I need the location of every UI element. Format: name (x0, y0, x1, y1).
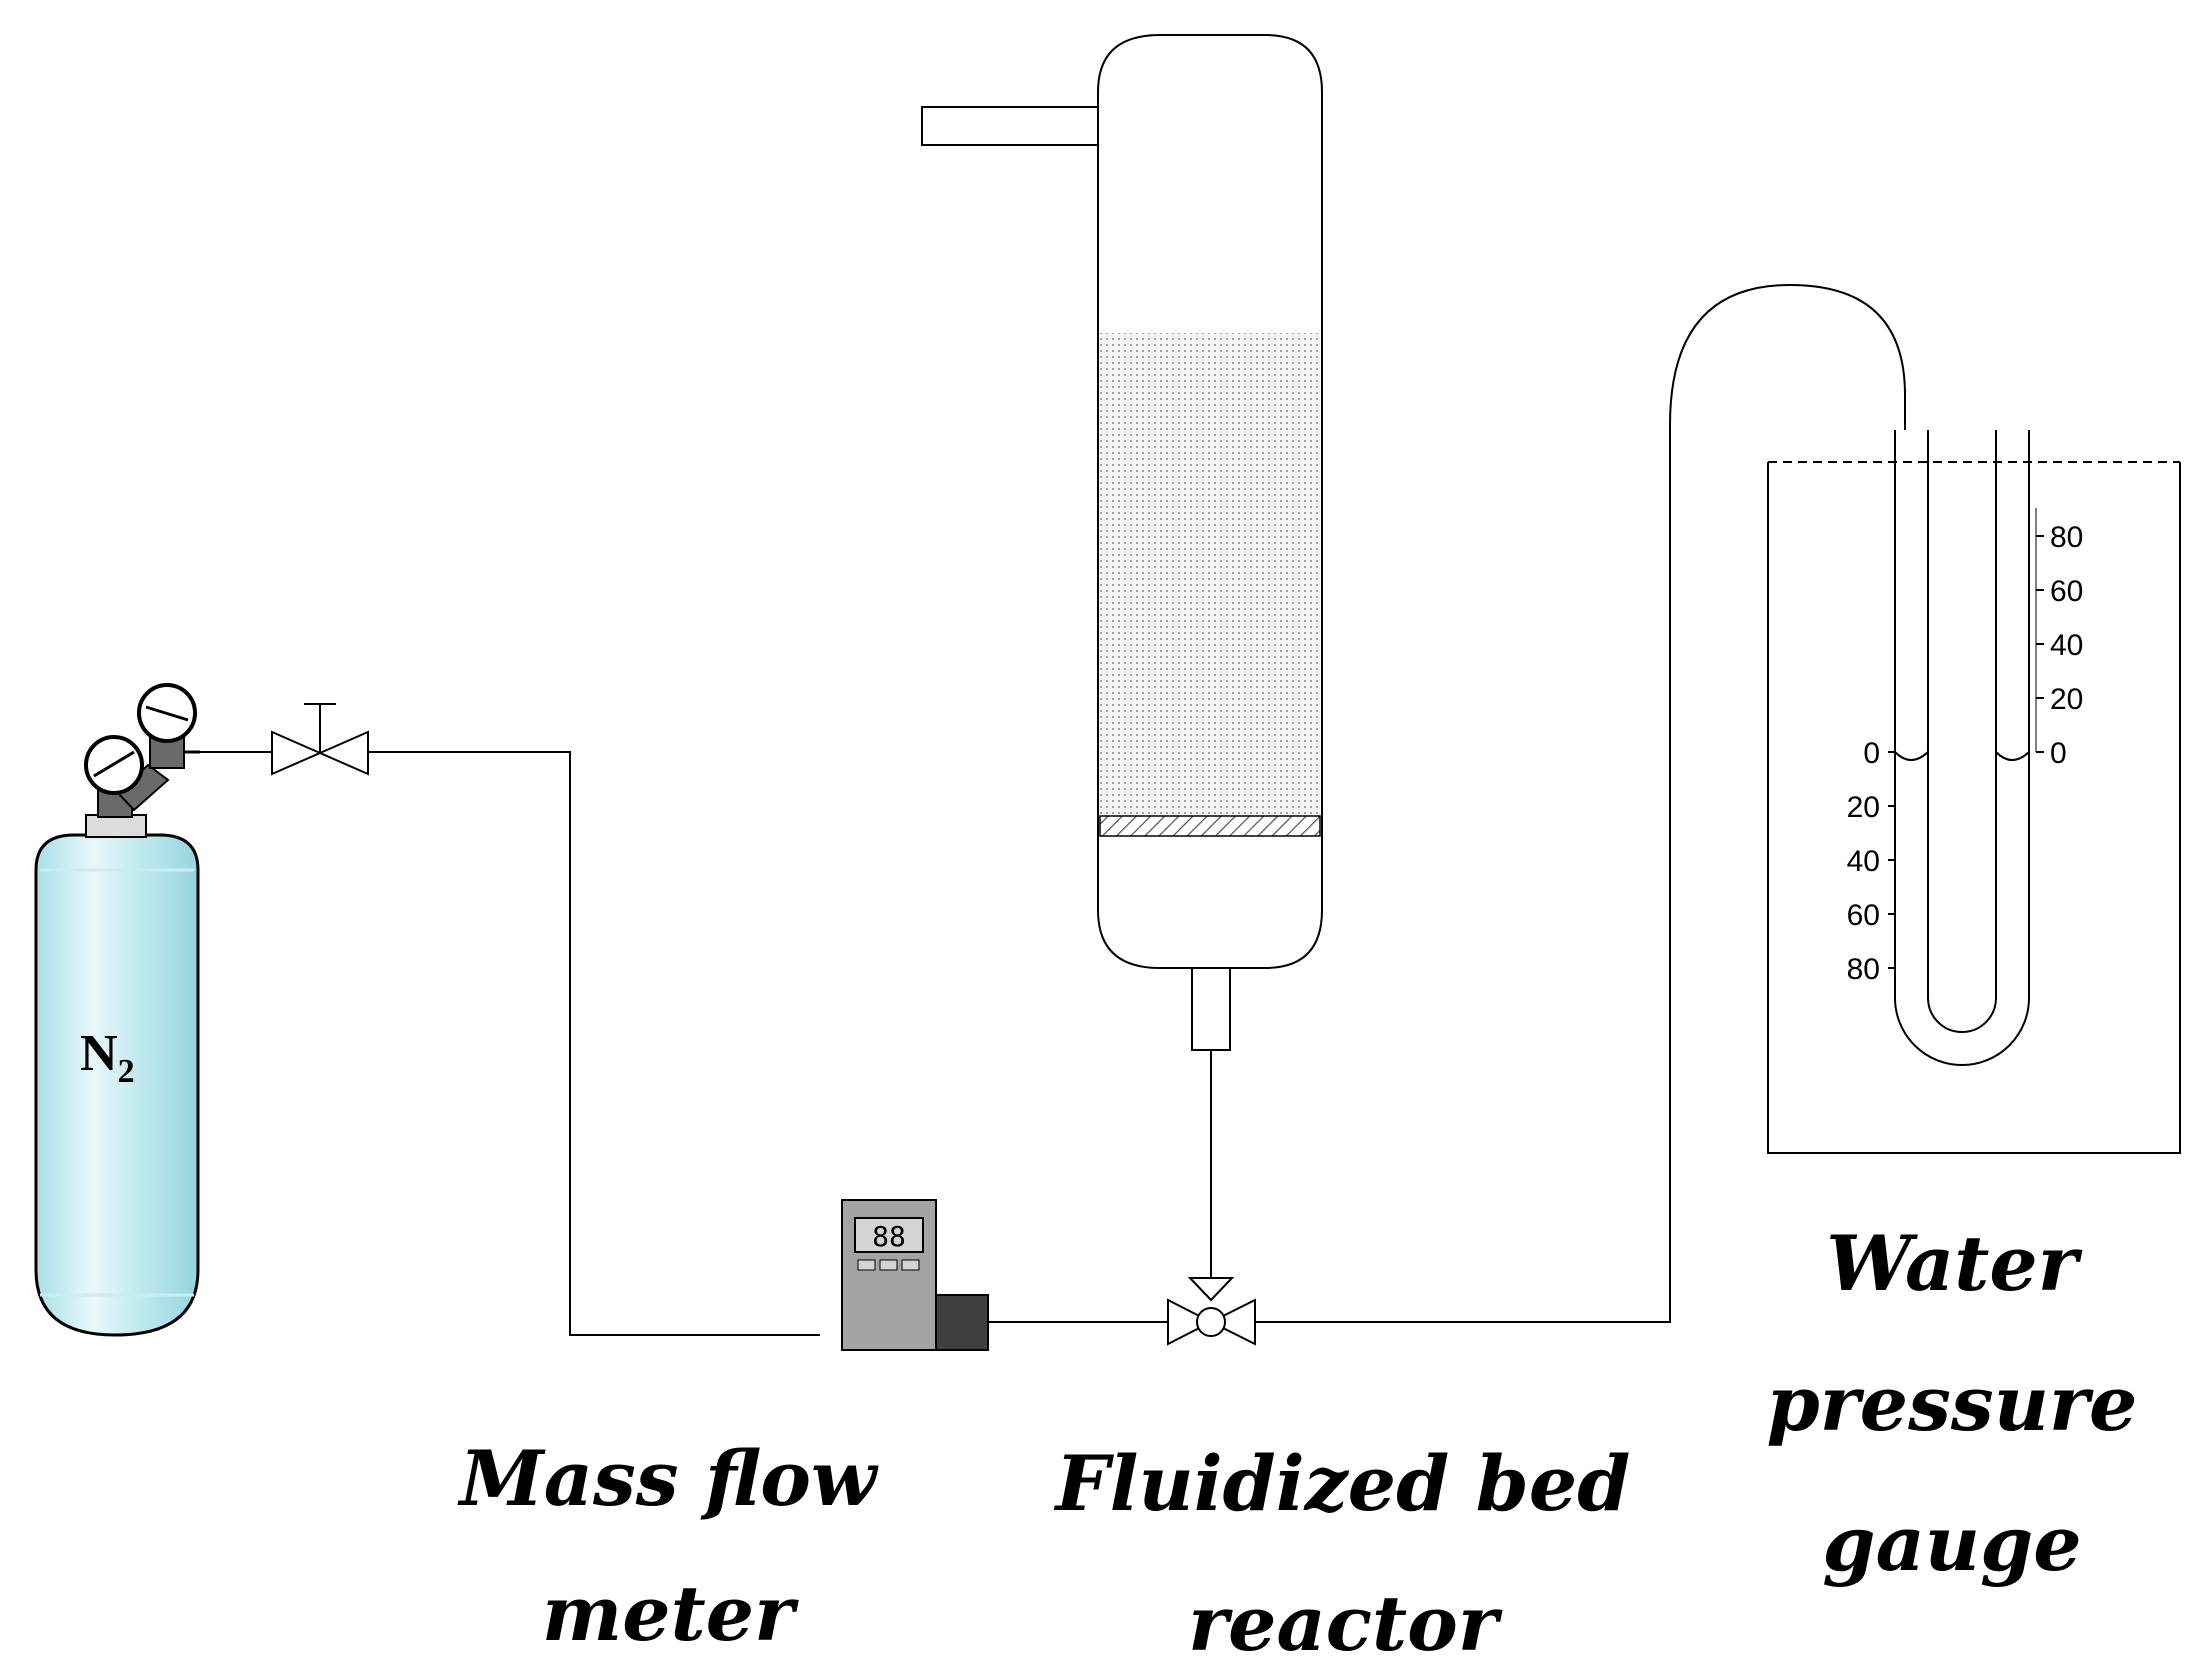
scale-tick-label: 0 (2050, 737, 2067, 770)
scale-tick-label: 80 (2050, 521, 2083, 554)
scale-tick-label: 0 (1863, 737, 1880, 770)
scale-tick-label: 40 (2050, 629, 2083, 662)
label-line: reactor (1188, 1579, 1503, 1668)
reactor-label: Fluidized bed reactor (1054, 1439, 1631, 1668)
label-line: gauge (1822, 1499, 2081, 1588)
label-line: pressure (1767, 1359, 2138, 1448)
label-line: Fluidized bed (1054, 1439, 1631, 1528)
three-way-valve-icon (1167, 1277, 1256, 1346)
needle-valve-icon (200, 703, 369, 776)
meter-display: 88 (872, 1220, 906, 1253)
gas-line (368, 751, 820, 1336)
nitrogen-cylinder: N2 (34, 683, 200, 1337)
pressure-line (1255, 283, 1906, 1323)
particle-bed (1100, 333, 1320, 816)
scale-tick-label: 40 (1847, 845, 1880, 878)
regulator-gauge-icon (137, 683, 197, 743)
regulator-gauge-icon (84, 735, 144, 795)
scale-tick-label: 80 (1847, 953, 1880, 986)
label-line: meter (542, 1569, 799, 1658)
scale-tick-label: 20 (1847, 791, 1880, 824)
scale-tick-label: 60 (2050, 575, 2083, 608)
fluidized-bed-reactor (921, 34, 1323, 1051)
scale-tick-label: 20 (2050, 683, 2083, 716)
mass-flow-meter-label: Mass flow meter (457, 1434, 879, 1658)
water-pressure-gauge: 0 20 40 60 80 80 60 40 20 0 (1767, 430, 2181, 1154)
label-line: Water (1826, 1219, 2082, 1308)
label-line: Mass flow (457, 1434, 879, 1523)
cylinder-gas-label: N2 (80, 1025, 135, 1090)
scale-tick-label: 60 (1847, 899, 1880, 932)
gauge-label: Water pressure gauge (1767, 1219, 2138, 1588)
distributor-plate (1099, 815, 1321, 837)
mass-flow-meter: 88 (841, 1199, 989, 1351)
